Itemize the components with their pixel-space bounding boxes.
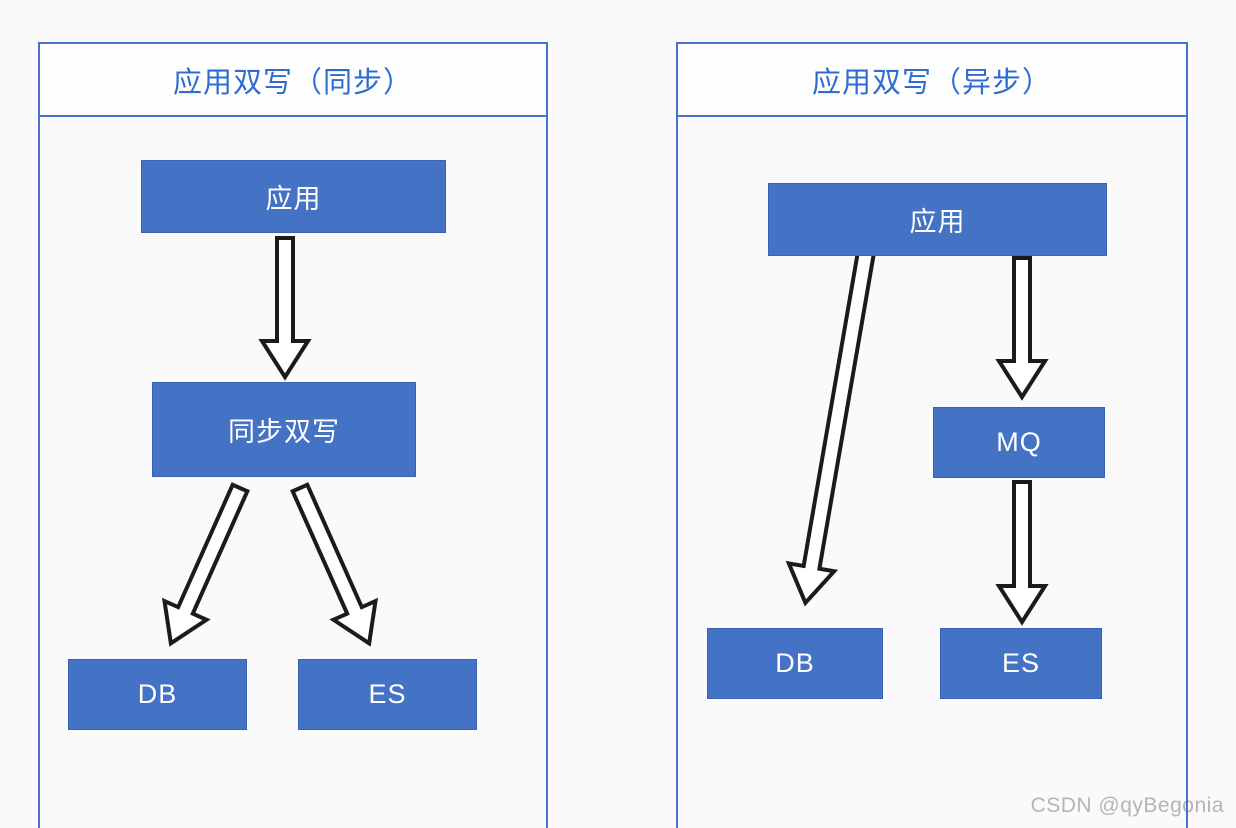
node-db-async: DB (707, 628, 883, 699)
panel-sync-header: 应用双写（同步） (40, 44, 546, 117)
node-app-sync: 应用 (141, 160, 446, 233)
panel-sync-title: 应用双写（同步） (172, 66, 413, 99)
node-sync-dual-write: 同步双写 (152, 382, 416, 477)
node-db-sync: DB (68, 659, 247, 730)
csdn-watermark: CSDN @qyBegonia (1030, 794, 1224, 817)
panel-async-header: 应用双写（异步） (678, 44, 1186, 117)
node-es-async: ES (940, 628, 1102, 699)
panel-async: 应用双写（异步） (676, 42, 1188, 828)
panel-sync: 应用双写（同步） (38, 42, 548, 828)
node-mq: MQ (933, 407, 1105, 478)
node-app-async: 应用 (768, 183, 1107, 256)
node-es-sync: ES (298, 659, 477, 730)
panel-async-title: 应用双写（异步） (811, 66, 1052, 99)
